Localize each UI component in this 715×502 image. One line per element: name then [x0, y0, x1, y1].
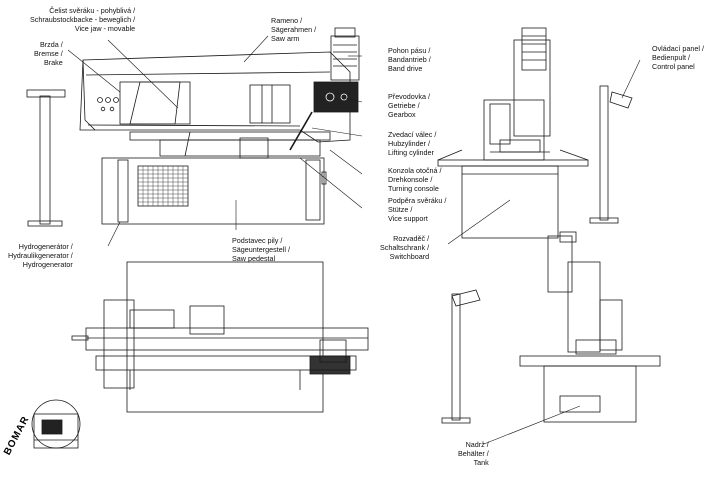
label-line: Převodovka / [388, 92, 430, 101]
rear-pedestal [543, 365, 637, 423]
label-line: Turning console [388, 184, 439, 193]
label-line: Lifting cylinder [388, 148, 434, 157]
label-line: Bremse / [34, 49, 63, 58]
label-line: Schraubstockbacke - beweglich / [30, 15, 136, 24]
label-line: Bedienpult / [652, 53, 690, 62]
top-view [71, 261, 369, 413]
label-line: Tank [473, 458, 489, 467]
side-stand-top [26, 89, 66, 98]
label-line: Sägerahmen / [271, 25, 317, 34]
label-band-drive: Pohon pásu / Bandantrieb / Band drive [388, 46, 431, 73]
label-line: Vice support [388, 214, 428, 223]
side-left-stand [39, 95, 51, 225]
front-column [513, 39, 551, 137]
label-line: Gearbox [388, 110, 416, 119]
label-line: Ovládací panel / [652, 44, 704, 53]
label-line: Saw pedestal [232, 254, 276, 263]
label-brake: Brzda / Bremse / Brake [34, 40, 63, 67]
front-motor [521, 27, 547, 71]
label-gearbox: Převodovka / Getriebe / Gearbox [388, 92, 430, 119]
tank [559, 395, 601, 413]
label-line: Hydrogenerator [22, 260, 73, 269]
label-line: Stütze / [388, 205, 413, 214]
label-hydrogenerator: Hydrogenerátor / Hydraulikgenerator / Hy… [8, 242, 73, 269]
label-line: Rameno / [271, 16, 303, 25]
label-line: Getriebe / [388, 101, 420, 110]
leader-lines [67, 35, 641, 445]
label-line: Rozvaděč / [393, 234, 430, 243]
label-line: Podstavec pily / [232, 236, 283, 245]
label-tank: Nadrž / Behälter / Tank [458, 440, 489, 467]
label-vice-jaw: Čelist svěráku - pohyblivá / Schraubstoc… [30, 6, 135, 33]
label-line: Saw arm [271, 34, 300, 43]
label-line: Schaltschrank / [380, 243, 430, 252]
label-line: Hydrogenerátor / [18, 242, 73, 251]
control-panel [609, 91, 633, 109]
lifting-cylinder [289, 111, 313, 151]
top-arm [85, 327, 369, 351]
label-vice-support: Podpěra svěráku / Stütze / Vice support [388, 196, 446, 223]
label-line: Vice jaw - movable [74, 24, 136, 33]
label-line: Hubzylinder / [388, 139, 430, 148]
label-control-panel: Ovládací panel / Bedienpult / Control pa… [652, 44, 704, 71]
label-line: Brake [43, 58, 63, 67]
top-vice [189, 305, 225, 335]
label-turning-console: Konzola otočná / Drehkonsole / Turning c… [388, 166, 442, 193]
label-line: Band drive [388, 64, 423, 73]
label-line: Konzola otočná / [388, 166, 442, 175]
label-line: Hydraulikgenerator / [8, 251, 73, 260]
control-panel-stand [599, 85, 609, 221]
label-line: Drehkonsole / [388, 175, 433, 184]
label-line: Behälter / [458, 449, 489, 458]
side-view [26, 27, 360, 227]
saw-arm-body [82, 51, 351, 143]
label-line: Brzda / [39, 40, 63, 49]
label-line: Čelist svěráku - pohyblivá / [49, 6, 136, 15]
label-line: Zvedací válec / [388, 130, 437, 139]
gearbox [313, 81, 359, 113]
label-line: Control panel [652, 62, 695, 71]
band-drive-motor [330, 35, 360, 81]
rear-stand [451, 293, 461, 421]
small-schematic [31, 399, 81, 449]
front-pedestal [461, 165, 559, 239]
label-saw-arm: Rameno / Sägerahmen / Saw arm [271, 16, 316, 43]
label-line: Sägeuntergestell / [232, 245, 290, 254]
label-switchboard: Rozvaděč / Schaltschrank / Switchboard [380, 234, 429, 261]
label-lifting-cylinder: Zvedací válec / Hubzylinder / Lifting cy… [388, 130, 436, 157]
rear-view [441, 231, 661, 424]
label-line: Pohon pásu / [388, 46, 431, 55]
label-line: Switchboard [389, 252, 430, 261]
label-saw-pedestal: Podstavec pily / Sägeuntergestell / Saw … [232, 236, 290, 263]
label-line: Bandantrieb / [388, 55, 431, 64]
label-line: Nadrž / [465, 440, 489, 449]
saw-pedestal [101, 157, 325, 225]
label-line: Podpěra svěráku / [388, 196, 447, 205]
front-view [437, 27, 633, 239]
top-pedestal-outline [126, 261, 324, 413]
